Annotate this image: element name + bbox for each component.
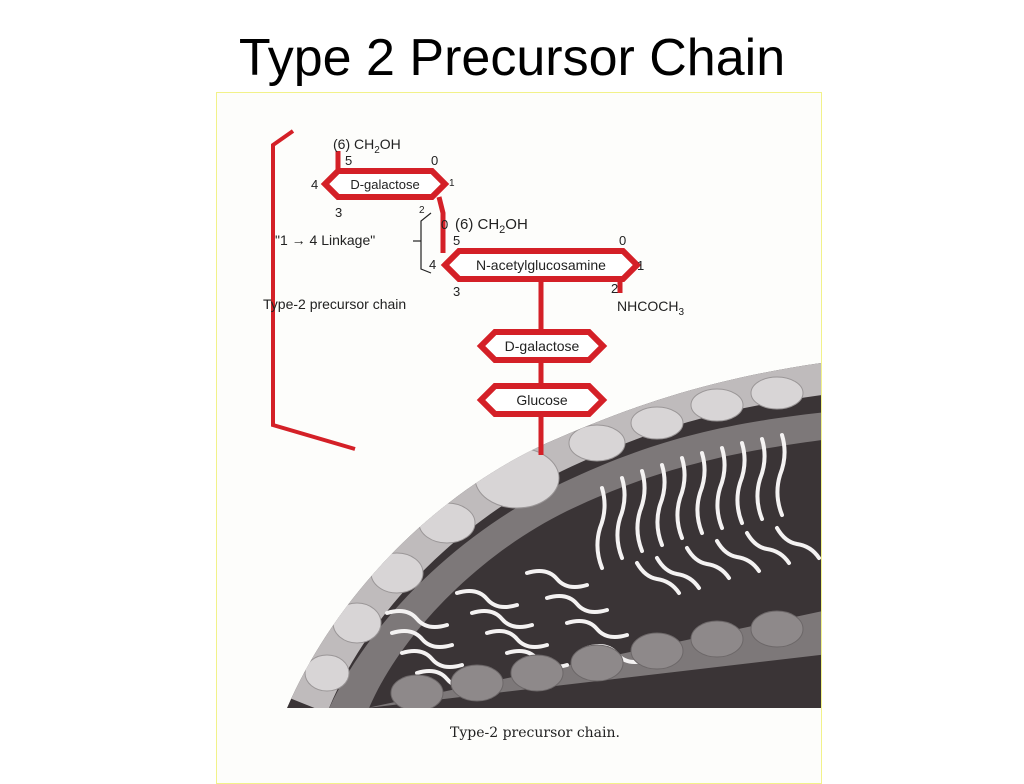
nag-pos4: 4 — [429, 257, 436, 272]
linkage-label: "1 → 4 Linkage" — [275, 232, 375, 248]
nag-pos1: 1 — [637, 258, 644, 273]
precursor-chain-diagram: D-galactose (6) CH2OH 5 0 4 1 3 2 "1 → 4… — [263, 129, 821, 741]
galactose-top-pos1: 1 — [449, 178, 455, 189]
galactose-top-pos5: 5 — [345, 153, 352, 168]
galactose-top-pos2: 2 — [419, 205, 425, 216]
chain-connectors — [335, 151, 623, 455]
galactose-top-pos3: 3 — [335, 205, 342, 220]
nag-sugar: N-acetylglucosamine 0 (6) CH2OH 5 0 4 1 … — [429, 216, 684, 318]
glucose-sugar: Glucose — [476, 383, 608, 417]
figure-caption: Type-2 precursor chain. — [450, 725, 620, 741]
linkage-bracket — [420, 212, 432, 274]
galactose-top-ch2oh: (6) CH2OH — [333, 136, 401, 156]
galactose-top-pos0: 0 — [431, 153, 438, 168]
galactose-lower-sugar: D-galactose — [476, 329, 608, 363]
nag-pos5: 5 — [453, 233, 460, 248]
nag-ch2oh: (6) CH2OH — [455, 216, 528, 236]
nag-group: NHCOCH3 — [617, 298, 684, 318]
bracket-label: Type-2 precursor chain — [263, 296, 406, 312]
galactose-top-sugar: D-galactose (6) CH2OH 5 0 4 1 3 2 — [311, 136, 455, 220]
figure-frame: D-galactose (6) CH2OH 5 0 4 1 3 2 "1 → 4… — [216, 92, 822, 784]
nag-pos0-top: 0 — [441, 217, 448, 232]
slide-title: Type 2 Precursor Chain — [238, 29, 786, 87]
nag-label: N-acetylglucosamine — [476, 257, 606, 273]
nag-pos0-right: 0 — [619, 233, 626, 248]
galactose-top-label: D-galactose — [350, 177, 419, 192]
galactose-lower-label: D-galactose — [505, 338, 580, 354]
cell-membrane-illustration — [287, 363, 821, 708]
nag-pos2: 2 — [611, 281, 618, 296]
nag-pos3: 3 — [453, 284, 460, 299]
galactose-top-pos4: 4 — [311, 177, 318, 192]
chain-bracket — [271, 129, 356, 451]
glucose-label: Glucose — [516, 392, 568, 408]
